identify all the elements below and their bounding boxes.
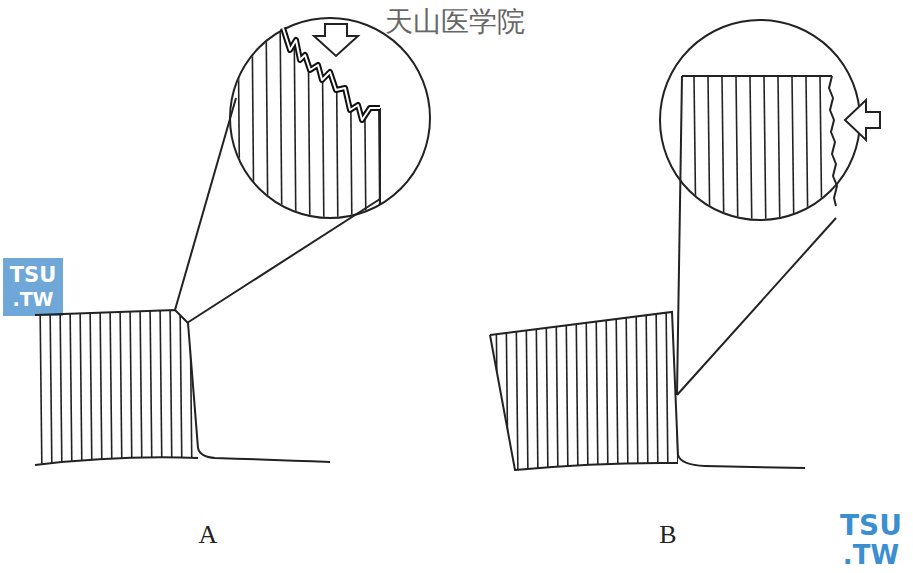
tooth-stripe (750, 76, 752, 240)
tooth-stripe (606, 300, 608, 480)
tooth-stripe (90, 300, 92, 480)
tooth-stripe (596, 300, 598, 480)
tooth-stripe (764, 76, 766, 240)
tooth-stripe (180, 300, 182, 480)
tooth-outline (490, 335, 678, 470)
tooth-stripe (778, 76, 780, 240)
tooth-stripe (496, 300, 498, 480)
tooth-stripe (60, 300, 62, 480)
figure-label: A (199, 522, 218, 548)
tooth-outline (35, 310, 330, 462)
tooth-stripe (736, 76, 738, 240)
tooth-stripe (238, 10, 240, 240)
magnifier-circle (230, 18, 430, 218)
tooth-stripe (70, 300, 72, 480)
logo-text: TSU (840, 512, 902, 540)
tooth-stripe (666, 300, 668, 480)
tooth-outline (490, 312, 805, 468)
tooth-stripe (526, 300, 528, 480)
figure-label: B (659, 522, 676, 548)
tooth-stripe (722, 76, 724, 240)
leader-line (677, 218, 836, 395)
tooth-stripe (626, 300, 628, 480)
tooth-stripe (170, 300, 172, 480)
leader-line (175, 98, 236, 310)
tooth-stripe (252, 10, 254, 240)
leader-line (677, 76, 682, 395)
tooth-stripe (308, 10, 310, 240)
tooth-stripe (190, 300, 192, 480)
tooth-stripe (160, 300, 162, 480)
tooth-stripe (536, 300, 538, 480)
tooth-stripe (806, 76, 808, 240)
logo-text: .TW (843, 542, 899, 568)
tooth-stripe (266, 10, 268, 240)
tooth-stripe (80, 300, 82, 480)
arrow-marker (314, 24, 358, 56)
tooth-stripe (100, 300, 102, 480)
tooth-stripe (150, 300, 152, 480)
tooth-edge (379, 108, 381, 205)
tooth-stripe (820, 76, 822, 240)
logo-box (3, 258, 63, 316)
leader-line (187, 199, 380, 323)
tooth-stripe (50, 300, 52, 480)
smooth-margin (829, 76, 837, 206)
tooth-stripe (40, 300, 42, 480)
tooth-stripe (646, 300, 648, 480)
tooth-stripe (364, 10, 366, 240)
tooth-stripe (120, 300, 122, 480)
tooth-stripe (636, 300, 638, 480)
tooth-stripe (576, 300, 578, 480)
logo-text: TSU (10, 265, 57, 286)
tooth-stripe (616, 300, 618, 480)
arrow-marker (845, 100, 880, 140)
tooth-stripe (694, 76, 696, 240)
tooth-stripe (350, 10, 352, 240)
logo-text: .TW (12, 290, 53, 309)
tooth-stripe (110, 300, 112, 480)
tooth-edge (682, 75, 832, 77)
tooth-stripe (566, 300, 568, 480)
tooth-stripe (140, 300, 142, 480)
tooth-stripe (656, 300, 658, 480)
watermark: 天山医学院 (385, 8, 525, 36)
tooth-stripe (586, 300, 588, 480)
tooth-stripe (506, 300, 508, 480)
tooth-outline (35, 457, 198, 465)
tooth-stripe (708, 76, 710, 240)
magnifier-circle (660, 20, 860, 220)
tooth-stripe (516, 300, 518, 480)
tooth-stripe (130, 300, 132, 480)
